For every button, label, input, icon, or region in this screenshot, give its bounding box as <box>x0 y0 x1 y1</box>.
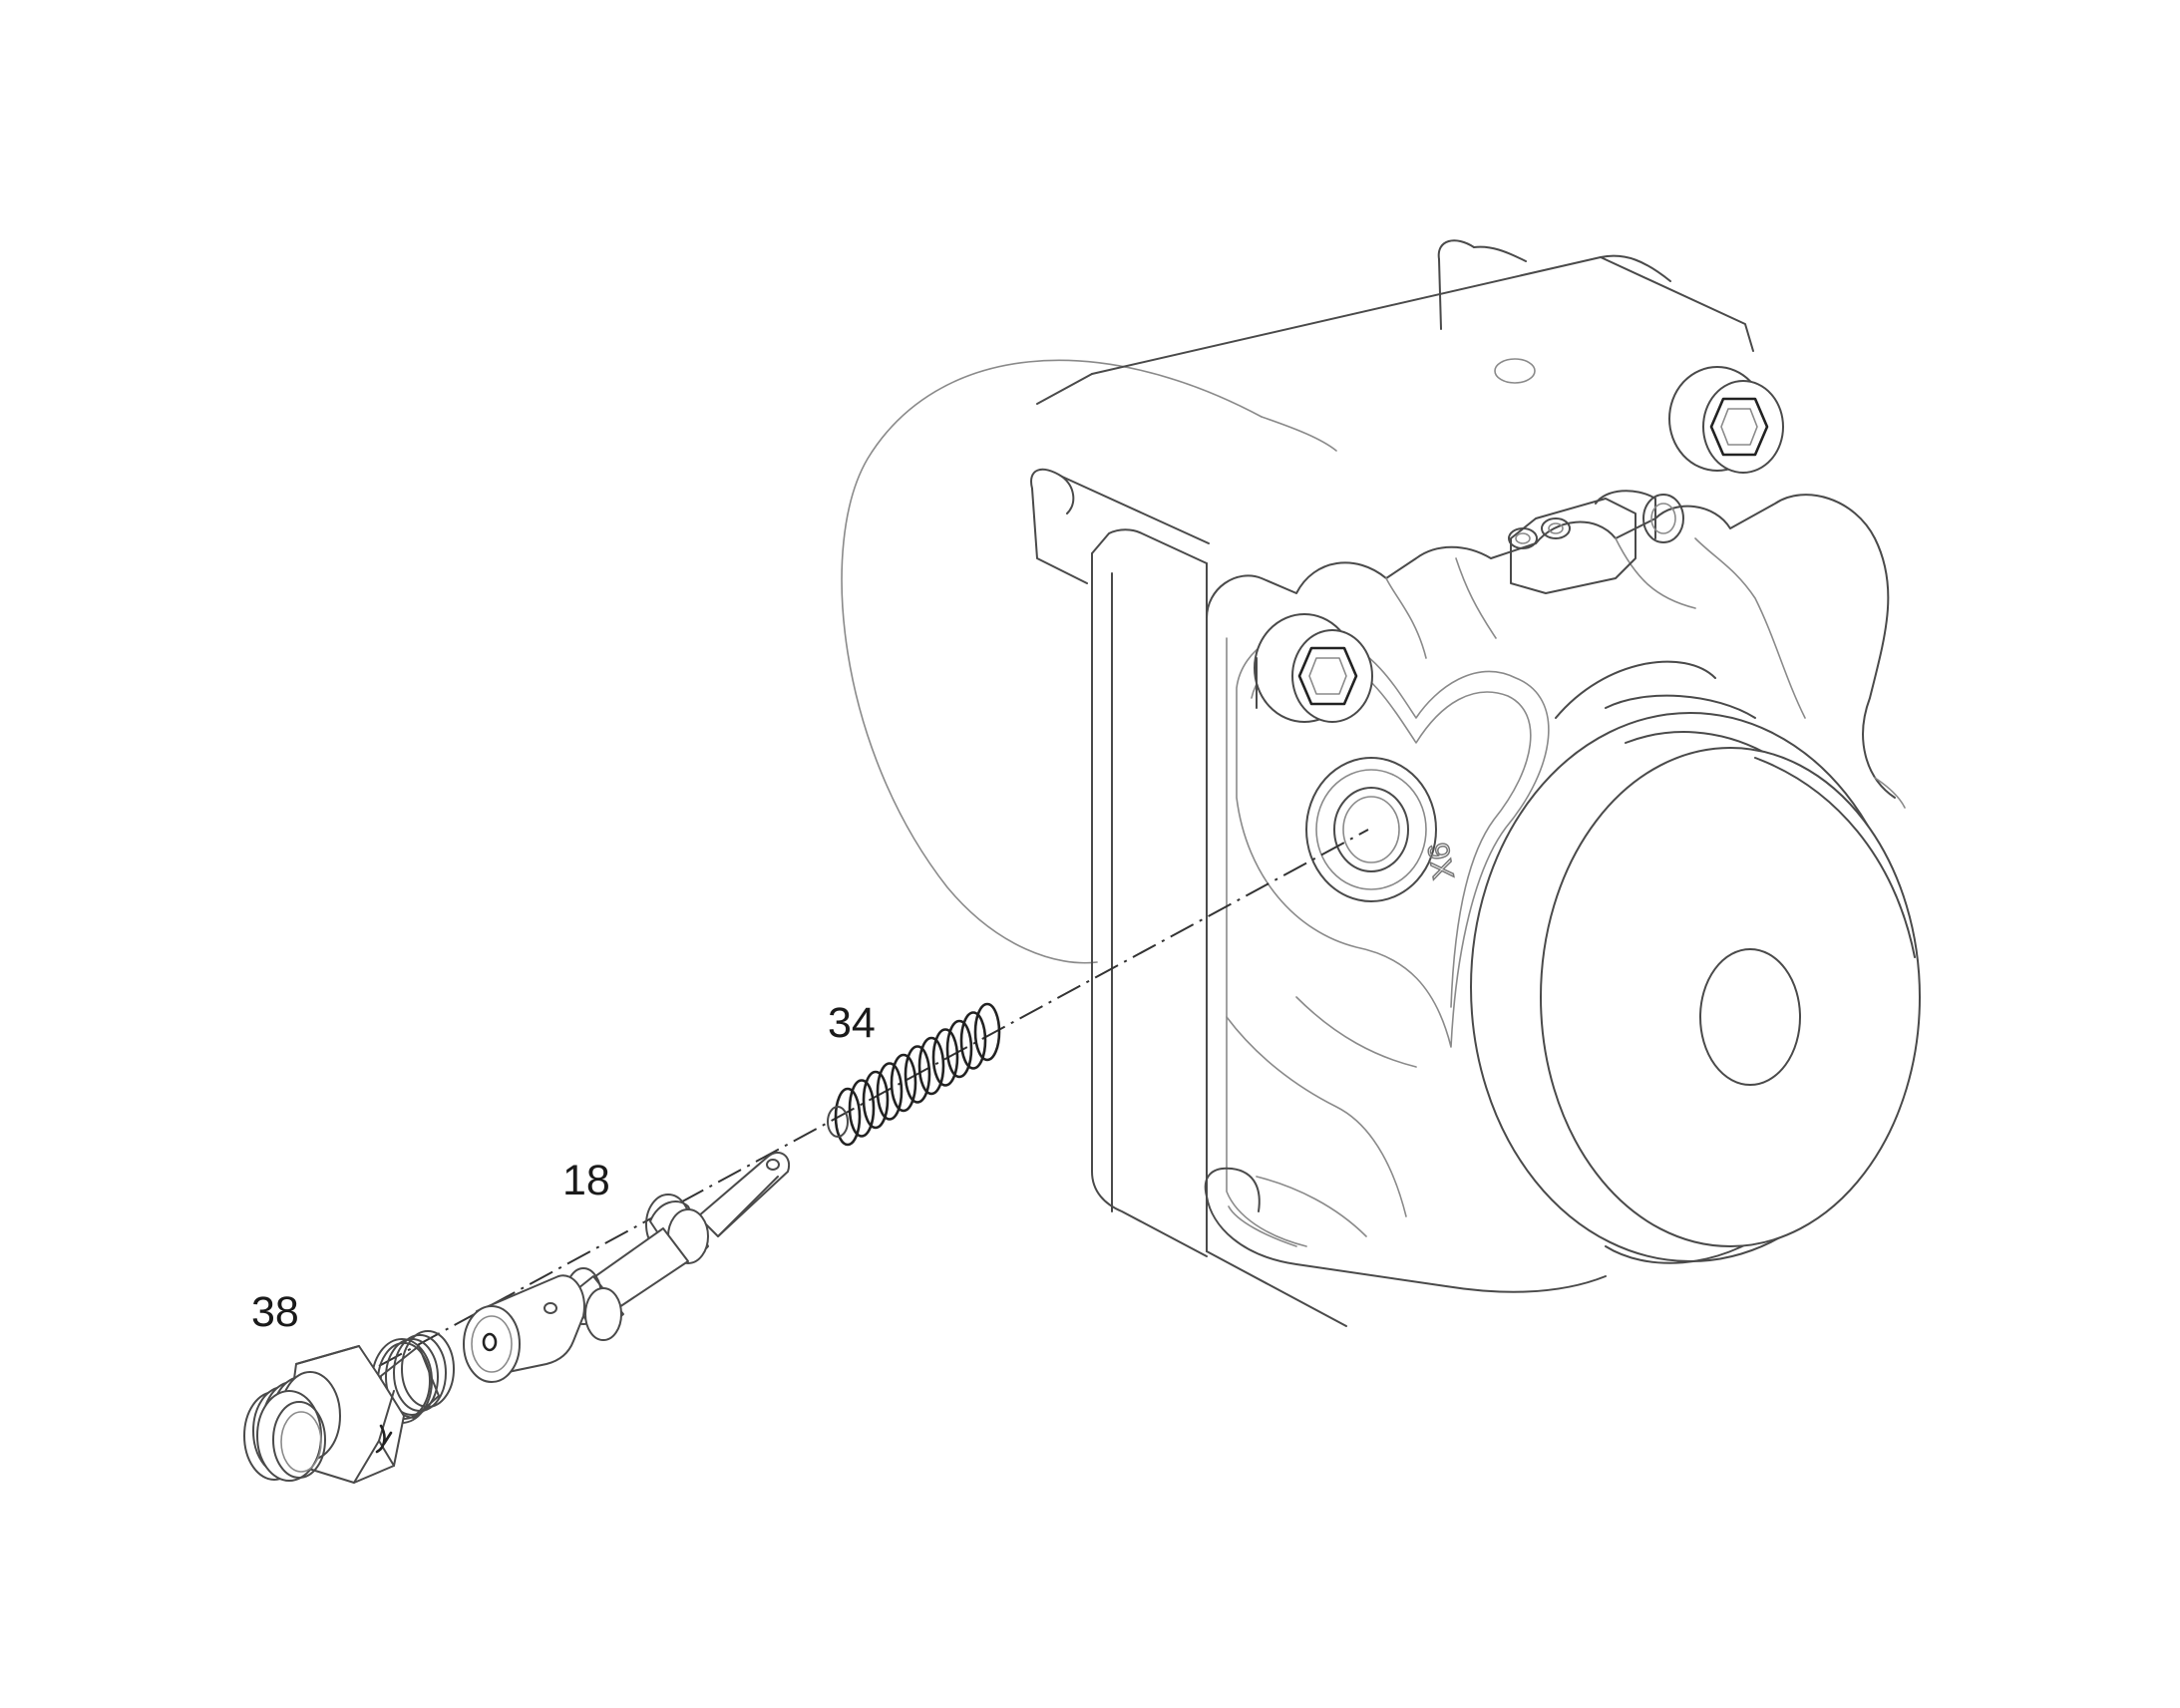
x6-port <box>1305 757 1437 902</box>
spring-coil <box>945 1019 973 1079</box>
callout-label-38: 38 <box>251 1288 299 1336</box>
spring-part-34 <box>827 1002 1001 1147</box>
thread-ring <box>393 1334 447 1412</box>
spring-coil <box>890 1053 917 1113</box>
port-bosses <box>1508 490 1684 594</box>
spring-coil <box>904 1045 931 1104</box>
callout-label-34: 34 <box>828 999 876 1047</box>
thread-ring <box>401 1330 455 1408</box>
spring-coil <box>848 1079 876 1138</box>
callout-label-18: 18 <box>562 1157 610 1204</box>
pump-housing: X6 <box>841 239 1921 1327</box>
spring-coil <box>834 1087 862 1147</box>
spring-coil <box>876 1062 904 1121</box>
motor-cap <box>1470 660 1921 1264</box>
spring-coil <box>917 1036 945 1096</box>
piston-part-18 <box>463 1152 791 1383</box>
spring-coil <box>862 1070 890 1130</box>
socket-bolt-left <box>1254 613 1373 723</box>
socket-bolt-right <box>1668 366 1784 474</box>
housing-stamp-x6: X6 <box>1422 841 1461 882</box>
spring-coil <box>931 1028 959 1087</box>
spring-coil <box>959 1011 987 1070</box>
spring-coil <box>973 1002 1001 1062</box>
fitting-part-38 <box>243 1330 455 1484</box>
